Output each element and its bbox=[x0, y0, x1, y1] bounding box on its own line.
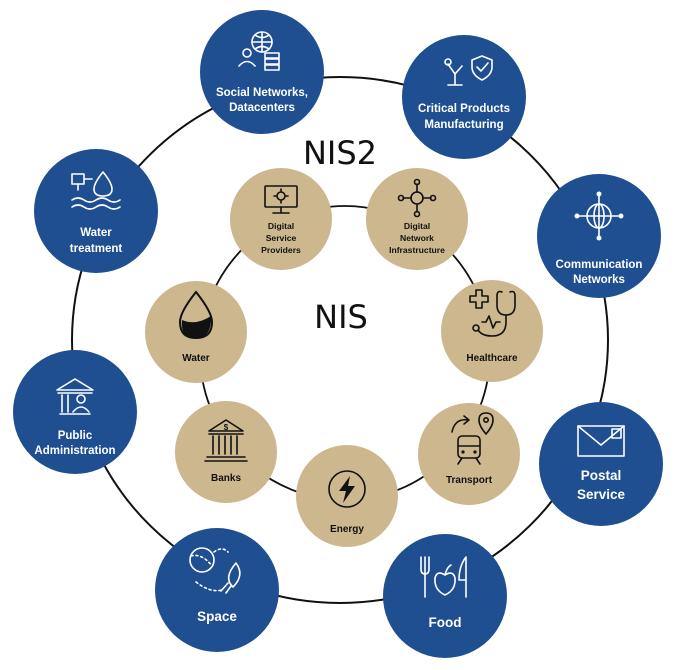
dni-label-3: Infrastructure bbox=[389, 245, 445, 255]
healthcare-label: Healthcare bbox=[466, 353, 518, 364]
banks-label: Banks bbox=[211, 473, 241, 484]
outer-ring bbox=[71, 76, 609, 604]
public-label-1: Public bbox=[58, 430, 93, 442]
water-treatment-icon bbox=[71, 171, 121, 210]
transport-label: Transport bbox=[446, 475, 493, 486]
node-healthcare: Healthcare bbox=[441, 280, 543, 382]
water-drop-icon bbox=[178, 290, 214, 340]
nis2-title: NIS2 bbox=[303, 134, 377, 172]
network-hub-icon bbox=[397, 178, 437, 218]
node-space: Space bbox=[155, 528, 279, 652]
space-label: Space bbox=[197, 609, 237, 624]
nis-title: NIS bbox=[314, 298, 368, 336]
monitor-gear-icon bbox=[264, 185, 298, 214]
node-energy: Energy bbox=[296, 445, 398, 547]
critical-label-2: Manufacturing bbox=[424, 119, 503, 131]
lightning-bolt-icon bbox=[328, 470, 366, 508]
node-transport: Transport bbox=[418, 403, 520, 505]
fork-apple-knife-icon bbox=[420, 556, 467, 598]
envelope-stamp-icon bbox=[577, 425, 625, 457]
social-label-1: Social Networks, bbox=[216, 87, 308, 99]
svg-text:$: $ bbox=[224, 423, 229, 432]
critical-label-1: Critical Products bbox=[418, 103, 510, 115]
water-treatment-label-2: treatment bbox=[70, 243, 123, 255]
water-treatment-label-1: Water bbox=[80, 227, 112, 239]
dsp-label-3: Providers bbox=[261, 245, 301, 255]
node-banks: $ Banks bbox=[175, 401, 277, 503]
robot-arm-shield-icon bbox=[444, 55, 493, 86]
node-social-networks: Social Networks, Datacenters bbox=[200, 10, 324, 134]
node-water: Water bbox=[145, 281, 247, 383]
comm-label-1: Communication bbox=[556, 259, 643, 271]
postal-label-2: Service bbox=[577, 487, 626, 502]
node-food: Food bbox=[383, 534, 507, 658]
globe-network-icon bbox=[574, 191, 624, 241]
energy-label: Energy bbox=[330, 524, 364, 535]
dni-label-2: Network bbox=[400, 233, 434, 243]
dsp-label-1: Digital bbox=[268, 221, 294, 231]
train-location-icon bbox=[451, 412, 494, 465]
government-building-icon bbox=[56, 378, 94, 415]
network-server-icon bbox=[238, 31, 280, 71]
stethoscope-heart-icon bbox=[469, 289, 516, 337]
food-label: Food bbox=[429, 615, 462, 630]
dsp-label-2: Service bbox=[266, 233, 297, 243]
public-label-2: Administration bbox=[34, 445, 115, 457]
comm-label-2: Networks bbox=[573, 274, 625, 286]
dni-label-1: Digital bbox=[404, 221, 430, 231]
water-label: Water bbox=[182, 353, 210, 364]
node-water-treatment: Water treatment bbox=[34, 149, 158, 273]
social-label-2: Datacenters bbox=[229, 102, 295, 114]
postal-label-1: Postal bbox=[581, 468, 622, 483]
rocket-orbit-icon bbox=[189, 547, 241, 594]
bank-icon: $ bbox=[204, 419, 248, 462]
svg-text:Social Networks,Datacenters: Social Networks, Datacenters bbox=[216, 87, 308, 114]
